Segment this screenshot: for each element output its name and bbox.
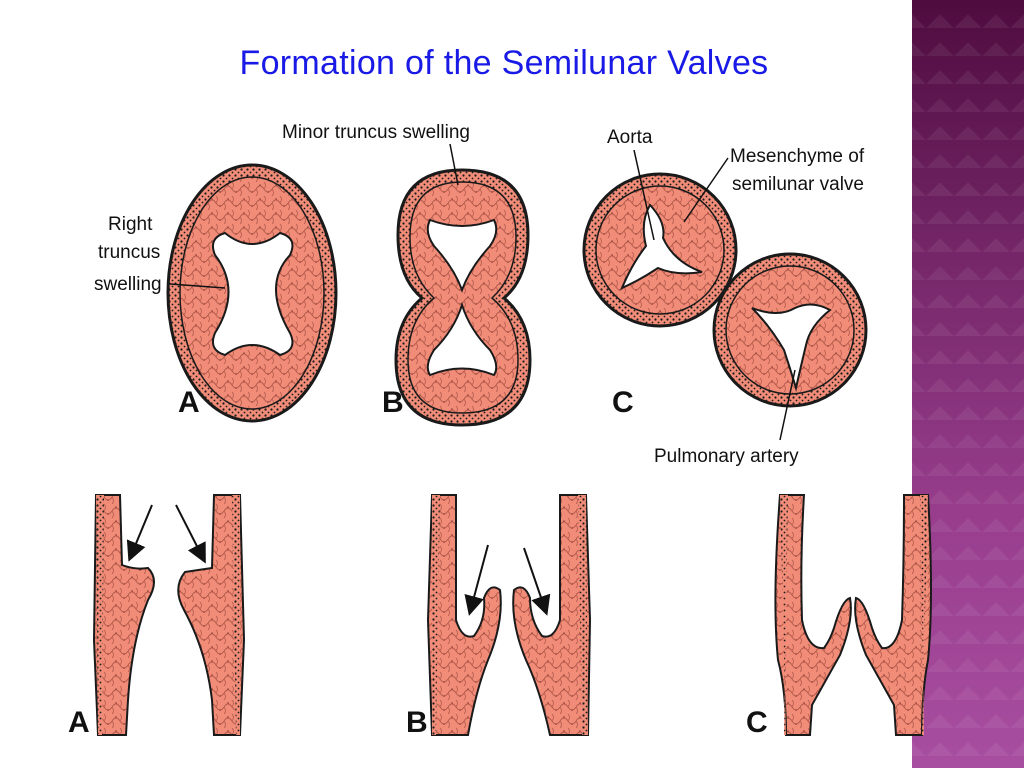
svg-text:swelling: swelling bbox=[94, 274, 162, 295]
svg-text:Minor truncus swelling: Minor truncus swelling bbox=[282, 122, 470, 143]
label-right-truncus-swelling: Right truncus swelling bbox=[94, 214, 226, 295]
svg-text:truncus: truncus bbox=[98, 242, 160, 263]
longitudinal-section-a bbox=[92, 494, 246, 736]
longitudinal-section-c bbox=[774, 494, 932, 736]
label-aorta: Aorta bbox=[607, 127, 655, 241]
label-mesenchyme: Mesenchyme of semilunar valve bbox=[683, 146, 865, 223]
cross-section-c-pulmonary bbox=[712, 252, 868, 408]
longitudinal-section-b bbox=[426, 494, 592, 736]
svg-text:Aorta: Aorta bbox=[607, 127, 653, 148]
svg-text:Mesenchyme of: Mesenchyme of bbox=[730, 146, 865, 167]
label-minor-truncus-swelling: Minor truncus swelling bbox=[282, 122, 470, 186]
panel-label-top-b: B bbox=[382, 386, 404, 419]
panel-label-bottom-c: C bbox=[746, 706, 768, 739]
svg-text:semilunar valve: semilunar valve bbox=[732, 174, 864, 195]
panel-label-top-c: C bbox=[612, 386, 634, 419]
lumen-b-upper bbox=[426, 218, 498, 293]
aorta-lumen bbox=[620, 203, 703, 290]
panel-label-bottom-b: B bbox=[406, 706, 428, 739]
lumen-a bbox=[212, 231, 294, 357]
panel-label-bottom-a: A bbox=[68, 706, 90, 739]
decorative-side-band bbox=[912, 0, 1024, 768]
label-pulmonary-artery: Pulmonary artery bbox=[654, 369, 799, 467]
lumen-b-lower bbox=[426, 301, 498, 377]
panel-label-top-a: A bbox=[178, 386, 200, 419]
svg-text:Right: Right bbox=[108, 214, 153, 235]
cross-section-b bbox=[394, 168, 532, 427]
pulmonary-lumen bbox=[751, 303, 832, 392]
cross-section-a bbox=[166, 163, 338, 423]
slide-title: Formation of the Semilunar Valves bbox=[239, 44, 769, 82]
svg-text:Pulmonary artery: Pulmonary artery bbox=[654, 446, 799, 467]
cross-section-c-aorta bbox=[582, 172, 738, 328]
